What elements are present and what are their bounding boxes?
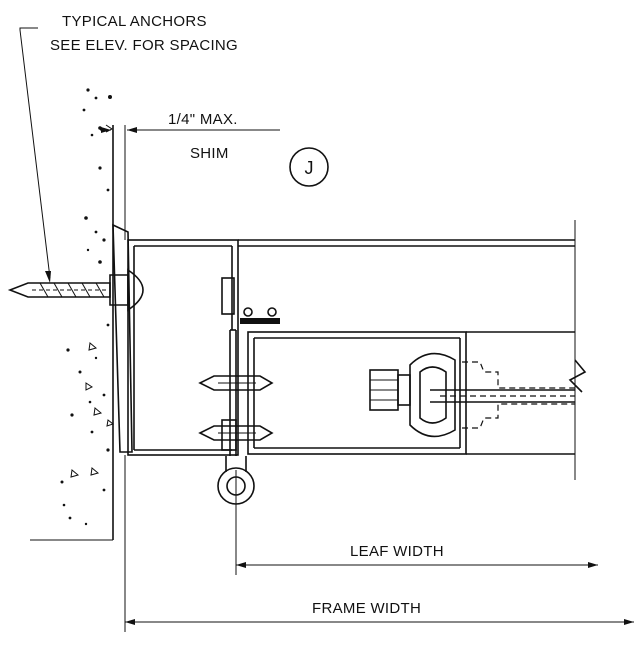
detail-tag: J xyxy=(289,147,329,187)
frame-width-dimension xyxy=(124,455,634,632)
anchor-leader xyxy=(19,27,51,283)
frame-fasteners xyxy=(198,375,274,451)
anchors-label-line2: SEE ELEV. FOR SPACING xyxy=(50,37,238,54)
anchor-screw xyxy=(7,268,144,312)
shim-dimension-label: 1/4" MAX. xyxy=(168,111,238,128)
leaf-width-dimension xyxy=(235,470,598,575)
detail-tag-letter: J xyxy=(305,158,314,178)
shim xyxy=(112,223,133,453)
anchors-label-line1: TYPICAL ANCHORS xyxy=(62,13,207,30)
shim-label: SHIM xyxy=(190,145,229,162)
leaf-profile xyxy=(247,331,575,455)
glazing-assembly xyxy=(369,352,587,438)
shim-dimension xyxy=(100,125,280,240)
frame-profile xyxy=(127,239,575,456)
leaf-width-label: LEAF WIDTH xyxy=(350,543,444,560)
masonry-wall xyxy=(30,88,115,541)
frame-width-label: FRAME WIDTH xyxy=(312,600,421,617)
